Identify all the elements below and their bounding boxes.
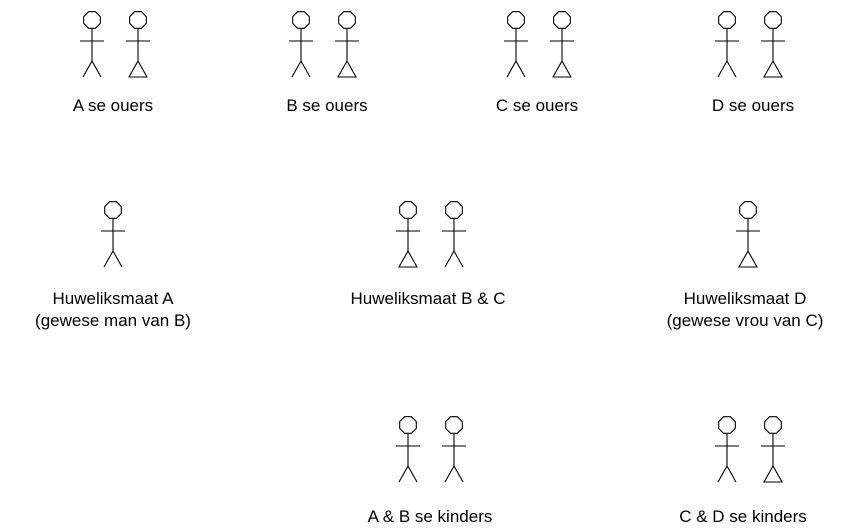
label-line: Huweliksmaat D	[683, 289, 807, 308]
label-line-2: (gewese man van B)	[35, 311, 191, 330]
label-line: B se ouers	[286, 96, 368, 115]
group-label-c-parents: C se ouers	[496, 95, 578, 117]
female-figure-icon	[736, 201, 760, 268]
figure-group-c-parents	[504, 11, 574, 78]
label-line: A & B se kinders	[367, 507, 493, 526]
figure-group-a-parents	[80, 11, 150, 78]
label-line: D se ouers	[711, 96, 795, 115]
female-figure-icon	[396, 201, 420, 268]
male-figure-icon	[442, 201, 466, 268]
female-figure-icon	[761, 416, 785, 483]
figure-group-cd-children	[715, 416, 785, 483]
group-label-spouse-a: Huweliksmaat A (gewese man van B)	[35, 288, 191, 332]
label-line: A se ouers	[72, 96, 154, 115]
label-line: Huweliksmaat B & C	[350, 289, 506, 308]
figure-group-spouse-bc	[396, 201, 466, 268]
label-line: C se ouers	[495, 96, 579, 115]
group-label-a-parents: A se ouers	[73, 95, 153, 117]
group-label-b-parents: B se ouers	[286, 95, 367, 117]
male-figure-icon	[101, 201, 125, 268]
male-figure-icon	[504, 11, 528, 78]
male-figure-icon	[289, 11, 313, 78]
group-label-spouse-bc: Huweliksmaat B & C	[351, 288, 506, 310]
figure-group-spouse-d	[736, 201, 760, 268]
female-figure-icon	[335, 11, 359, 78]
male-figure-icon	[80, 11, 104, 78]
female-figure-icon	[126, 11, 150, 78]
label-line: Huweliksmaat A	[52, 289, 174, 308]
figure-group-spouse-a	[101, 201, 125, 268]
figure-group-b-parents	[289, 11, 359, 78]
female-figure-icon	[761, 11, 785, 78]
group-label-spouse-d: Huweliksmaat D (gewese vrou van C)	[667, 288, 824, 332]
female-figure-icon	[550, 11, 574, 78]
male-figure-icon	[442, 416, 466, 483]
label-line: C & D se kinders	[679, 507, 807, 526]
group-label-ab-children: A & B se kinders	[368, 506, 493, 528]
figure-group-d-parents	[715, 11, 785, 78]
male-figure-icon	[715, 11, 739, 78]
group-label-d-parents: D se ouers	[712, 95, 794, 117]
figure-group-ab-children	[396, 416, 466, 483]
label-line-2: (gewese vrou van C)	[666, 311, 824, 330]
male-figure-icon	[396, 416, 420, 483]
male-figure-icon	[715, 416, 739, 483]
group-label-cd-children: C & D se kinders	[679, 506, 807, 528]
